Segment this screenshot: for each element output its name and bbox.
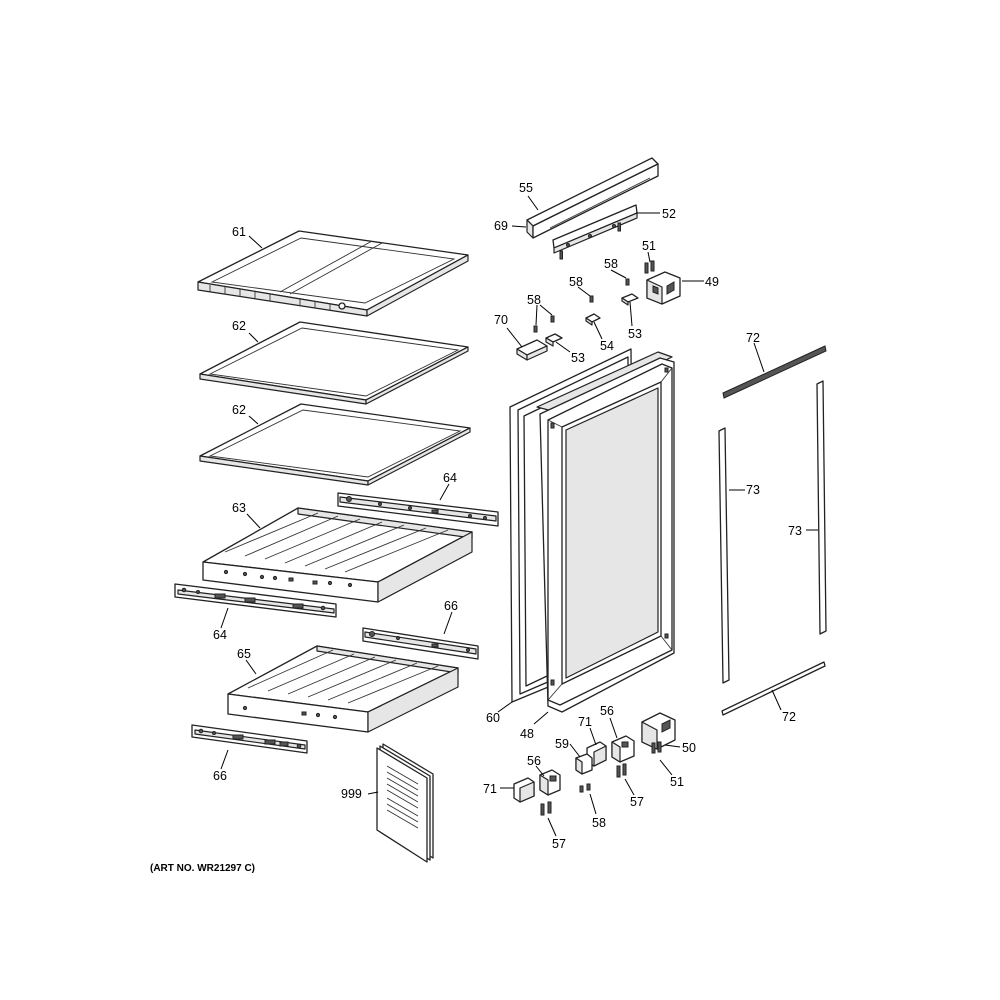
part-63-drawer-upper [202,507,473,603]
part-57-screws-upper [616,763,627,778]
part-53-clip-left [545,333,563,347]
part-51-screws-top [644,260,655,274]
part-62-glass-shelf-lower [199,403,471,486]
callout-66-lower: 66 [213,769,227,783]
part-50-hinge-bottom [641,712,676,750]
part-72-trim-strip-top [722,345,827,399]
part-51-screws-bottom [651,741,662,754]
callout-70: 70 [494,313,508,327]
callout-55: 55 [519,181,533,195]
leader-lines [220,195,818,837]
part-66-slide-lower [191,724,308,754]
callout-58-d: 58 [592,816,606,830]
callout-51-lower: 51 [670,775,684,789]
part-70-hinge-plate [516,339,548,361]
callout-52: 52 [662,207,676,221]
callout-48: 48 [520,727,534,741]
part-56-hinge-block-lower [539,769,561,796]
part-61-shelf-frame [197,230,469,317]
callout-50: 50 [682,741,696,755]
callout-62-upper: 62 [232,319,246,333]
part-72-trim-strip-bottom [721,661,826,716]
part-64-slide-lower [174,583,337,618]
callout-57-lower: 57 [552,837,566,851]
callout-61: 61 [232,225,246,239]
part-64-slide-upper [337,492,499,527]
part-999-manual [376,743,434,863]
callout-53-right: 53 [628,327,642,341]
part-59-cam [575,753,593,775]
callout-72-bottom: 72 [782,710,796,724]
part-65-drawer-lower [227,645,459,733]
part-48-door-frame [536,351,675,713]
callout-53-left: 53 [571,351,585,365]
part-52-bracket [552,204,638,260]
callout-58-c: 58 [527,293,541,307]
callout-54: 54 [600,339,614,353]
callout-60: 60 [486,711,500,725]
callout-56-upper: 56 [600,704,614,718]
part-71-bracket-lower [513,777,535,803]
part-53-clip-right [621,293,639,306]
callout-73-left: 73 [746,483,760,497]
callout-49: 49 [705,275,719,289]
callout-64-upper: 64 [443,471,457,485]
part-54-clip [585,313,601,326]
part-56-hinge-block-upper [611,735,635,763]
callout-56-lower: 56 [527,754,541,768]
part-57-screws-lower [540,801,552,816]
callout-66-upper: 66 [444,599,458,613]
callout-57-upper: 57 [630,795,644,809]
callout-69: 69 [494,219,508,233]
callout-71-lower: 71 [483,782,497,796]
callout-62-lower: 62 [232,403,246,417]
callout-63: 63 [232,501,246,515]
callout-59: 59 [555,737,569,751]
part-49-hinge-top [646,271,681,305]
callout-72-top: 72 [746,331,760,345]
callout-51-upper: 51 [642,239,656,253]
part-73-side-trim-left [718,427,730,684]
callout-64-lower: 64 [213,628,227,642]
part-66-slide-upper [362,627,479,660]
part-55-top-trim [526,157,659,239]
part-58-screws-lower [579,783,591,793]
callout-65: 65 [237,647,251,661]
part-58-screw [533,278,630,333]
callout-58-b: 58 [569,275,583,289]
callout-71-upper: 71 [578,715,592,729]
callout-58-a: 58 [604,257,618,271]
part-73-side-trim-right [816,380,827,635]
callout-999: 999 [341,787,362,801]
art-number: (ART NO. WR21297 C) [150,863,255,874]
callout-73-right: 73 [788,524,802,538]
callout-labels: 61 62 62 63 64 64 66 65 66 999 55 69 52 … [150,181,802,874]
part-62-glass-shelf-upper [199,321,469,405]
